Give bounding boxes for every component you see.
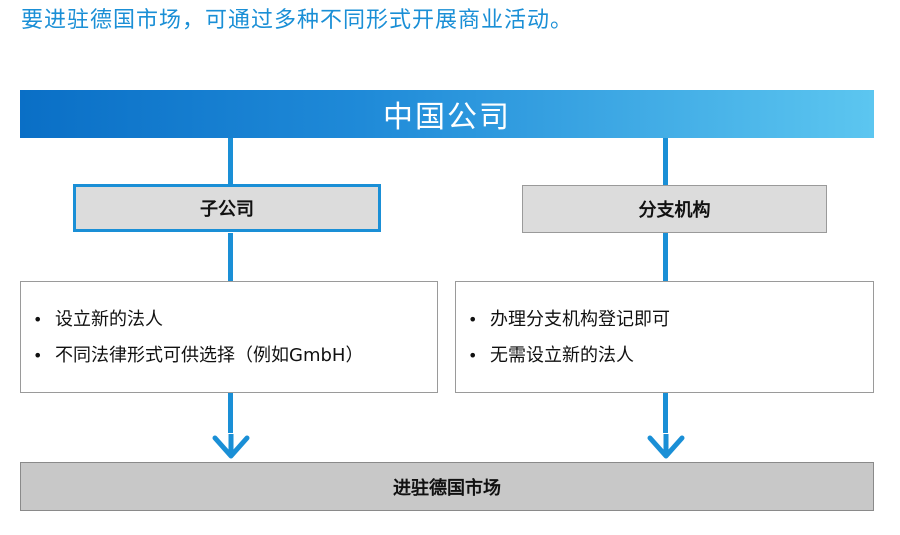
connector-bottom-left bbox=[228, 393, 233, 433]
connector-top-right bbox=[663, 138, 668, 185]
chinese-company-label: 中国公司 bbox=[383, 100, 511, 135]
arrow-down-icon bbox=[212, 434, 250, 459]
subsidiary-box: 子公司 bbox=[73, 184, 381, 232]
list-item: 办理分支机构登记即可 bbox=[468, 302, 873, 338]
arrow-down-icon bbox=[647, 434, 685, 459]
connector-top-left bbox=[228, 138, 233, 185]
list-item: 设立新的法人 bbox=[33, 302, 437, 338]
branch-office-box: 分支机构 bbox=[522, 185, 827, 233]
connector-bottom-right bbox=[663, 393, 668, 433]
branch-office-details: 办理分支机构登记即可 无需设立新的法人 bbox=[455, 281, 874, 393]
enter-german-market-bar: 进驻德国市场 bbox=[20, 462, 874, 511]
page-heading: 要进驻德国市场，可通过多种不同形式开展商业活动。 bbox=[21, 8, 574, 33]
subsidiary-details: 设立新的法人 不同法律形式可供选择（例如GmbH） bbox=[20, 281, 438, 393]
list-item: 无需设立新的法人 bbox=[468, 338, 873, 374]
subsidiary-list: 设立新的法人 不同法律形式可供选择（例如GmbH） bbox=[33, 302, 437, 374]
enter-german-market-label: 进驻德国市场 bbox=[393, 477, 501, 499]
subsidiary-label: 子公司 bbox=[200, 199, 254, 220]
chinese-company-bar: 中国公司 bbox=[20, 90, 874, 138]
connector-mid-right bbox=[663, 233, 668, 281]
branch-office-list: 办理分支机构登记即可 无需设立新的法人 bbox=[468, 302, 873, 374]
branch-office-label: 分支机构 bbox=[638, 200, 711, 221]
connector-mid-left bbox=[228, 233, 233, 281]
list-item: 不同法律形式可供选择（例如GmbH） bbox=[33, 338, 437, 374]
